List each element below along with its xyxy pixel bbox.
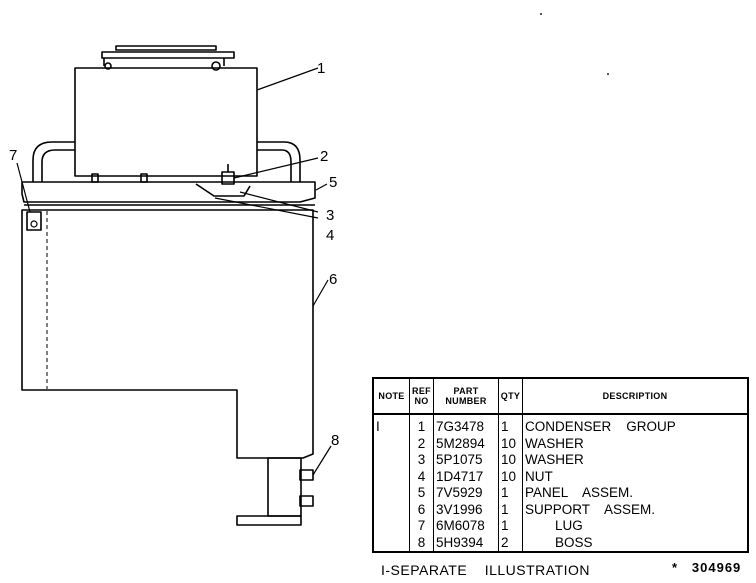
cell-description: WASHER	[522, 435, 749, 452]
cell-note	[372, 518, 410, 535]
cell-part-number: 3V1996	[433, 501, 499, 518]
cell-description: BOSS	[522, 534, 749, 552]
cell-ref: 8	[409, 534, 434, 552]
top-cap-base	[101, 51, 235, 59]
cell-ref: 2	[409, 435, 434, 452]
cap-knob	[211, 61, 221, 71]
table-row: 2 5M2894 10 WASHER	[372, 435, 749, 452]
illustration-number: * 304969	[672, 560, 742, 575]
cell-note	[372, 452, 410, 469]
table-row: 5 7V5929 1 PANEL ASSEM.	[372, 485, 749, 502]
cell-note	[372, 485, 410, 502]
cell-ref: 6	[409, 501, 434, 518]
lug	[26, 211, 42, 231]
callout-5: 5	[329, 174, 338, 191]
cell-qty: 10	[498, 468, 523, 485]
base-plate	[236, 515, 302, 526]
cell-description: NUT	[522, 468, 749, 485]
callout-1: 1	[317, 60, 326, 77]
cell-ref: 1	[409, 414, 434, 436]
table-row: 4 1D4717 10 NUT	[372, 468, 749, 485]
cell-note	[372, 435, 410, 452]
callout-7: 7	[9, 147, 18, 164]
table-header-row: NOTE REF NO PART NUMBER QTY DESCRIPTION	[372, 377, 749, 415]
cell-qty: 1	[498, 414, 523, 436]
table-row: 7 6M6078 1 LUG	[372, 518, 749, 535]
header-note: NOTE	[372, 377, 410, 415]
condenser-body	[74, 67, 258, 177]
table-row: 6 3V1996 1 SUPPORT ASSEM.	[372, 501, 749, 518]
header-part-number: PART NUMBER	[433, 377, 499, 415]
support-assembly	[21, 209, 314, 459]
cell-part-number: 7G3478	[433, 414, 499, 436]
cell-qty: 10	[498, 452, 523, 469]
tube-frame	[32, 141, 301, 182]
separate-illustration-note: I-SEPARATE ILLUSTRATION	[381, 562, 591, 578]
cell-description: WASHER	[522, 452, 749, 469]
callout-2: 2	[320, 148, 329, 165]
cell-ref: 3	[409, 452, 434, 469]
cell-description: CONDENSER GROUP	[522, 414, 749, 436]
cell-ref: 5	[409, 485, 434, 502]
cell-part-number: 5H9394	[433, 534, 499, 552]
table-row: 3 5P1075 10 WASHER	[372, 452, 749, 469]
cell-note	[372, 534, 410, 552]
cell-ref: 7	[409, 518, 434, 535]
cell-note	[372, 468, 410, 485]
cell-note: I	[372, 414, 410, 436]
table-row: I 1 7G3478 1 CONDENSER GROUP	[372, 414, 749, 436]
lower-post	[267, 457, 302, 517]
parts-list-table: NOTE REF NO PART NUMBER QTY DESCRIPTION …	[372, 377, 749, 553]
cell-qty: 1	[498, 485, 523, 502]
header-ref-line1: REF	[412, 386, 431, 396]
callout-6: 6	[329, 271, 338, 288]
panel	[21, 181, 316, 203]
header-ref-line2: NO	[414, 396, 429, 406]
cell-description: PANEL ASSEM.	[522, 485, 749, 502]
cell-qty: 1	[498, 501, 523, 518]
cell-note	[372, 501, 410, 518]
top-cap-plate	[115, 45, 217, 51]
speck	[607, 73, 609, 75]
callout-8: 8	[331, 432, 340, 449]
cell-qty: 2	[498, 534, 523, 552]
cell-description: LUG	[522, 518, 749, 535]
speck	[540, 13, 542, 15]
cell-description: SUPPORT ASSEM.	[522, 501, 749, 518]
callout-3: 3	[326, 207, 335, 224]
cell-qty: 10	[498, 435, 523, 452]
cell-ref: 4	[409, 468, 434, 485]
header-part-line2: NUMBER	[445, 396, 487, 406]
cell-part-number: 1D4717	[433, 468, 499, 485]
cell-qty: 1	[498, 518, 523, 535]
header-description: DESCRIPTION	[522, 377, 749, 415]
cell-part-number: 6M6078	[433, 518, 499, 535]
table-row: 8 5H9394 2 BOSS	[372, 534, 749, 552]
header-ref-no: REF NO	[409, 377, 434, 415]
header-qty: QTY	[498, 377, 523, 415]
cell-part-number: 5M2894	[433, 435, 499, 452]
callout-4: 4	[326, 227, 335, 244]
cell-part-number: 7V5929	[433, 485, 499, 502]
header-part-line1: PART	[453, 386, 479, 396]
cell-part-number: 5P1075	[433, 452, 499, 469]
